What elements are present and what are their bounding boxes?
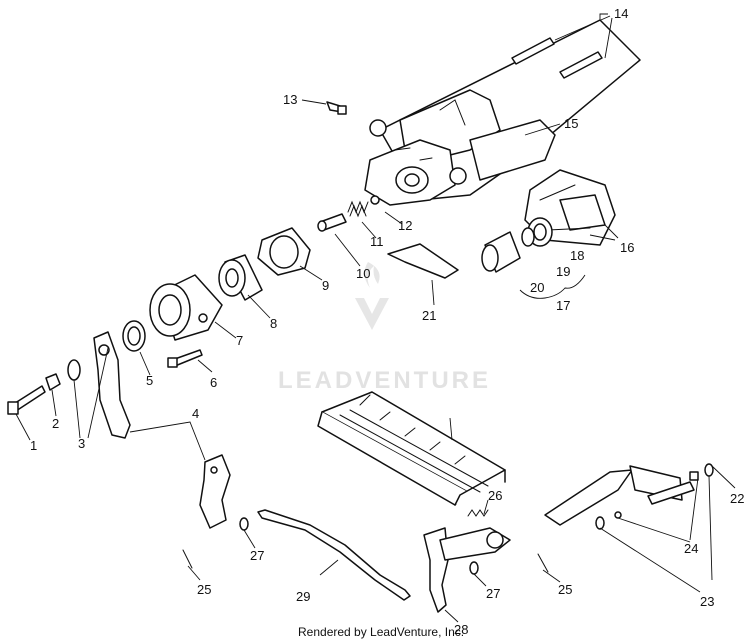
callout-14: 14 [614, 6, 628, 21]
watermark-text: LEADVENTURE [278, 367, 491, 394]
pedal-frame [317, 391, 506, 506]
plate-21 [387, 243, 459, 279]
washer-19 [521, 227, 535, 247]
callout-27-right: 27 [486, 586, 500, 601]
leadventure-watermark: LEADVENTURE [278, 262, 491, 394]
housing-assembly-15 [364, 19, 641, 206]
callout-13: 13 [283, 92, 297, 107]
washer-27-right [469, 561, 479, 575]
seal-5 [122, 320, 146, 352]
watermark-logo [355, 298, 389, 330]
callout-5: 5 [146, 373, 153, 388]
nut-2 [45, 373, 61, 391]
leader-lines [15, 13, 736, 623]
callout-15: 15 [564, 116, 578, 131]
callout-25-left: 25 [197, 582, 211, 597]
nut-24 [614, 471, 699, 519]
bolt-1 [7, 385, 46, 415]
callout-11: 11 [370, 234, 384, 249]
callout-3: 3 [78, 436, 85, 451]
rod-29 [257, 509, 411, 601]
cup-7 [149, 274, 223, 341]
pedal-arm-28 [423, 527, 511, 613]
washer-27-left [239, 517, 249, 531]
washer-3 [67, 359, 81, 381]
callout-6: 6 [210, 375, 217, 390]
cotter-pin-25-right [537, 553, 549, 573]
callout-16: 16 [620, 240, 634, 255]
pins-14 [511, 37, 603, 79]
pedal-right [544, 465, 695, 526]
roller-20 [481, 231, 521, 273]
watermark-flame [364, 262, 380, 288]
footer-credit: Rendered by LeadVenture, Inc. [298, 625, 464, 639]
callout-19: 19 [556, 264, 570, 279]
callout-10: 10 [356, 266, 370, 281]
bolt-6 [167, 349, 203, 368]
callout-28: 28 [454, 622, 468, 637]
callout-1: 1 [30, 438, 37, 453]
callouts: 1 2 3 4 5 6 7 8 9 10 11 12 13 14 15 16 1… [30, 6, 744, 637]
ball-12 [370, 195, 380, 205]
housing-8 [218, 254, 263, 301]
callout-25-right: 25 [558, 582, 572, 597]
spring-26 [467, 509, 489, 517]
gasket-9 [257, 227, 311, 276]
callout-17: 17 [556, 298, 570, 313]
callout-8: 8 [270, 316, 277, 331]
fitting-13 [326, 101, 347, 115]
cotter-pin-25-left [182, 549, 193, 569]
washer-22 [704, 463, 714, 477]
callout-9: 9 [322, 278, 329, 293]
callout-26: 26 [488, 488, 502, 503]
callout-20: 20 [530, 280, 544, 295]
arm-3 [93, 331, 131, 439]
pin-10 [317, 213, 347, 232]
spring-11 [347, 200, 369, 218]
callout-4: 4 [192, 406, 199, 421]
washer-23 [595, 516, 605, 530]
callout-18: 18 [570, 248, 584, 263]
callout-22: 22 [730, 491, 744, 506]
callout-2: 2 [52, 416, 59, 431]
callout-23: 23 [700, 594, 714, 609]
callout-29: 29 [296, 589, 310, 604]
callout-24: 24 [684, 541, 698, 556]
callout-27-left: 27 [250, 548, 264, 563]
callout-21: 21 [422, 308, 436, 323]
link-4 [199, 454, 231, 529]
callout-12: 12 [398, 218, 412, 233]
callout-7: 7 [236, 333, 243, 348]
